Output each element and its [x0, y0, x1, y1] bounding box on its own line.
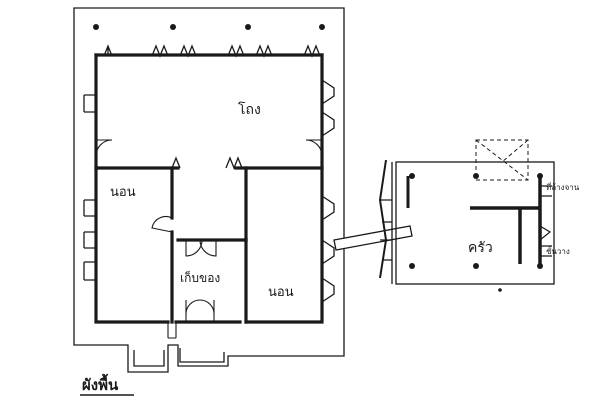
- roof-posts: [93, 24, 325, 30]
- kitchen-posts: [409, 173, 543, 292]
- label-hall: โถง: [238, 101, 261, 118]
- main-walls: [94, 53, 324, 324]
- label-bedroom-right: นอน: [268, 285, 294, 300]
- kitchen-building: [378, 139, 555, 285]
- label-bedroom-left: นอน: [110, 185, 136, 200]
- house-platform: [73, 7, 345, 373]
- label-storage: เก็บของ: [180, 270, 220, 285]
- door-swings: [95, 139, 323, 339]
- caption-floor-plan: ผังพื้น: [82, 373, 119, 394]
- side-shutters: [83, 79, 335, 303]
- interior-marks: [171, 156, 243, 170]
- label-kitchen: ครัว: [468, 240, 493, 256]
- top-windows: [103, 44, 321, 58]
- kitchen-note-shelf: ชั้นวาง: [546, 245, 570, 256]
- walkway: [333, 225, 413, 251]
- kitchen-note-sink: ที่ล้างจาน: [546, 181, 580, 192]
